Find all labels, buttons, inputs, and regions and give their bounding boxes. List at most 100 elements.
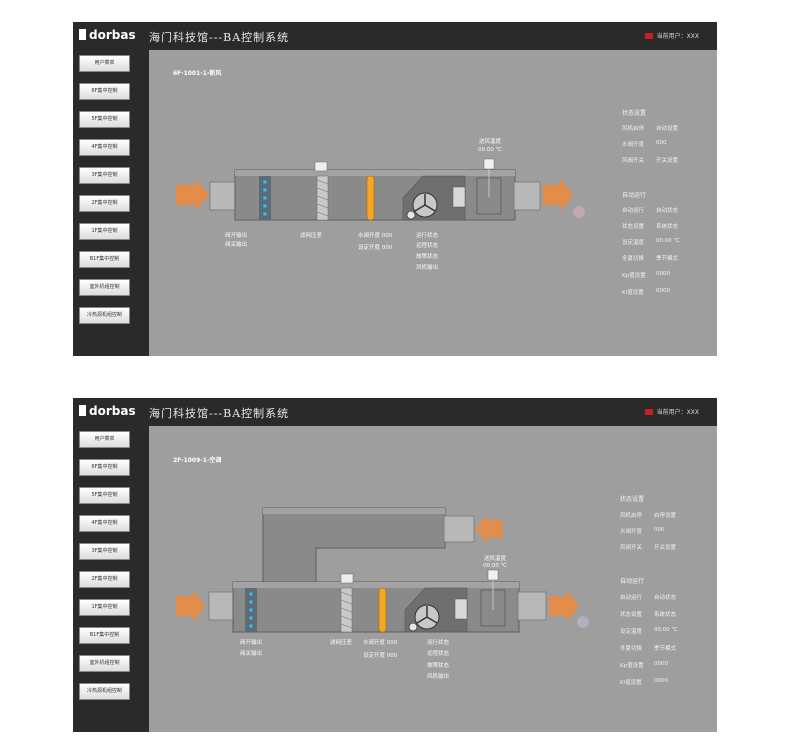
auto-row-value[interactable]: 季节模式: [654, 646, 677, 652]
user-label: 当前用户：XXX: [656, 409, 699, 416]
status-row-label: 水阀开度: [620, 529, 643, 535]
auto-row-value[interactable]: 系统状态: [654, 612, 677, 618]
menu-3f[interactable]: 3F集中控制: [79, 167, 130, 184]
auto-run-header: 自动运行: [622, 192, 647, 199]
menu-chiller[interactable]: 冷热源机组控制: [79, 307, 130, 324]
outlet-air-arrow: [549, 590, 579, 622]
status-row-value[interactable]: 开关设置: [654, 545, 677, 551]
status-row-label: 风机启停: [622, 126, 645, 132]
logo: dorbas: [79, 28, 136, 42]
menu-user[interactable]: 用户菜单: [79, 431, 130, 448]
menu-outdoor[interactable]: 室外机组控制: [79, 655, 130, 672]
valve-feedback-label: 阀关输出: [240, 651, 263, 657]
auto-row-value[interactable]: 季节模式: [656, 256, 679, 262]
supply-temp-value: 00.00 ℃: [483, 563, 507, 569]
auto-row-value[interactable]: 自动状态: [656, 208, 679, 214]
logo-text: dorbas: [89, 28, 136, 42]
app-title: 海门科技馆---BA控制系统: [149, 407, 290, 420]
menu-1f[interactable]: 1F集中控制: [79, 223, 130, 240]
unit-name: 6F-1001-1-新风: [173, 70, 222, 77]
temp-sensor: [487, 569, 499, 581]
auto-row-label: 设定温度: [620, 629, 643, 635]
menu-b1f[interactable]: B1F集中控制: [79, 627, 130, 644]
auto-row-label: 自动运行: [620, 595, 643, 601]
menu-b1f[interactable]: B1F集中控制: [79, 251, 130, 268]
menu-5f[interactable]: 5F集中控制: [79, 111, 130, 128]
sidebar: 用户菜单 6F集中控制 5F集中控制 4F集中控制 3F集中控制 2F集中控制 …: [73, 426, 149, 732]
valve-output-label: 阀开输出: [240, 640, 263, 646]
user-flag-icon: [644, 409, 653, 415]
coil-drops: [263, 180, 267, 216]
unit-name: 2F-1009-1-空调: [173, 457, 222, 464]
menu-4f[interactable]: 4F集中控制: [79, 515, 130, 532]
water-valve-label: 水阀开度 000: [363, 640, 398, 646]
inlet-air-arrow: [176, 590, 205, 622]
menu-5f[interactable]: 5F集中控制: [79, 487, 130, 504]
menu-3f[interactable]: 3F集中控制: [79, 543, 130, 560]
duct-top-face: [235, 170, 515, 176]
heater-coil: [378, 587, 387, 633]
auto-row-value[interactable]: 自动状态: [654, 595, 677, 601]
menu-6f[interactable]: 6F集中控制: [79, 459, 130, 476]
run-status-label: 运行状态: [416, 233, 439, 239]
status-settings-header: 状态设置: [620, 496, 645, 503]
menu-chiller[interactable]: 冷热源机组控制: [79, 683, 130, 700]
coil-drops: [249, 592, 253, 628]
remote-status-label: 远程状态: [427, 651, 450, 657]
status-row-value[interactable]: 000: [656, 140, 667, 146]
logo-icon: [79, 29, 86, 40]
auto-row-value[interactable]: 系统状态: [656, 224, 679, 230]
auto-row-value[interactable]: 0000: [654, 678, 668, 684]
fan-motor: [406, 210, 416, 220]
setpoint-label: 设定开度 000: [363, 653, 398, 659]
status-row-value[interactable]: 启停设置: [654, 513, 677, 519]
auto-row-value[interactable]: 00.00 ℃: [656, 238, 680, 244]
auto-row-label: 状态设置: [620, 612, 643, 618]
status-row-label: 风阀开关: [622, 158, 645, 164]
pressure-sensor: [314, 161, 328, 172]
status-row-value[interactable]: 000: [654, 527, 665, 533]
current-user: 当前用户：XXX: [644, 31, 699, 40]
menu-2f[interactable]: 2F集中控制: [79, 571, 130, 588]
inlet-air-arrow: [176, 179, 209, 211]
auto-row-value[interactable]: 0000: [654, 661, 668, 667]
user-label: 当前用户：XXX: [656, 33, 699, 40]
fan-output-label: 风机输出: [416, 265, 439, 271]
user-flag-icon: [644, 33, 653, 39]
temp-sensor: [483, 158, 495, 170]
outlet-pipe: [513, 181, 541, 211]
menu-6f[interactable]: 6F集中控制: [79, 83, 130, 100]
return-duct: [262, 507, 446, 589]
auto-row-label: 状态设置: [622, 224, 645, 230]
menu-user[interactable]: 用户菜单: [79, 55, 130, 72]
auto-row-label: 冬夏切换: [620, 646, 643, 652]
ahu-diagram: [176, 158, 585, 221]
menu-1f[interactable]: 1F集中控制: [79, 599, 130, 616]
filter-pressure-label: 滤网压差: [330, 640, 353, 646]
auto-row-label: 冬夏切换: [622, 256, 645, 262]
status-row-value[interactable]: 开关设置: [656, 158, 679, 164]
status-row-value[interactable]: 自动设置: [656, 126, 679, 132]
menu-outdoor[interactable]: 室外机组控制: [79, 279, 130, 296]
fault-status-label: 故障状态: [416, 254, 439, 260]
auto-row-label: 自动运行: [622, 208, 645, 214]
auto-row-value[interactable]: 0000: [656, 271, 670, 277]
auto-row-label: Kp值设置: [620, 663, 644, 669]
auto-row-value[interactable]: 00.00 ℃: [654, 627, 678, 633]
top-bar: dorbas 海门科技馆---BA控制系统 当前用户：XXX: [73, 398, 717, 426]
auto-run-header: 自动运行: [620, 578, 645, 585]
auto-row-label: Kp值设置: [622, 273, 646, 279]
water-valve-label: 水阀开度 000: [358, 233, 393, 239]
fault-status-label: 故障状态: [427, 663, 450, 669]
logo-text: dorbas: [89, 404, 136, 418]
current-user: 当前用户：XXX: [644, 407, 699, 416]
auto-row-value[interactable]: 0000: [656, 288, 670, 294]
duct-body: [234, 169, 516, 221]
sidebar: 用户菜单 6F集中控制 5F集中控制 4F集中控制 3F集中控制 2F集中控制 …: [73, 50, 149, 356]
menu-2f[interactable]: 2F集中控制: [79, 195, 130, 212]
return-air-arrow: [475, 514, 503, 544]
menu-4f[interactable]: 4F集中控制: [79, 139, 130, 156]
app-title: 海门科技馆---BA控制系统: [149, 31, 290, 44]
auto-row-label: 设定温度: [622, 240, 645, 246]
valve-output-label: 阀开输出: [225, 233, 248, 239]
